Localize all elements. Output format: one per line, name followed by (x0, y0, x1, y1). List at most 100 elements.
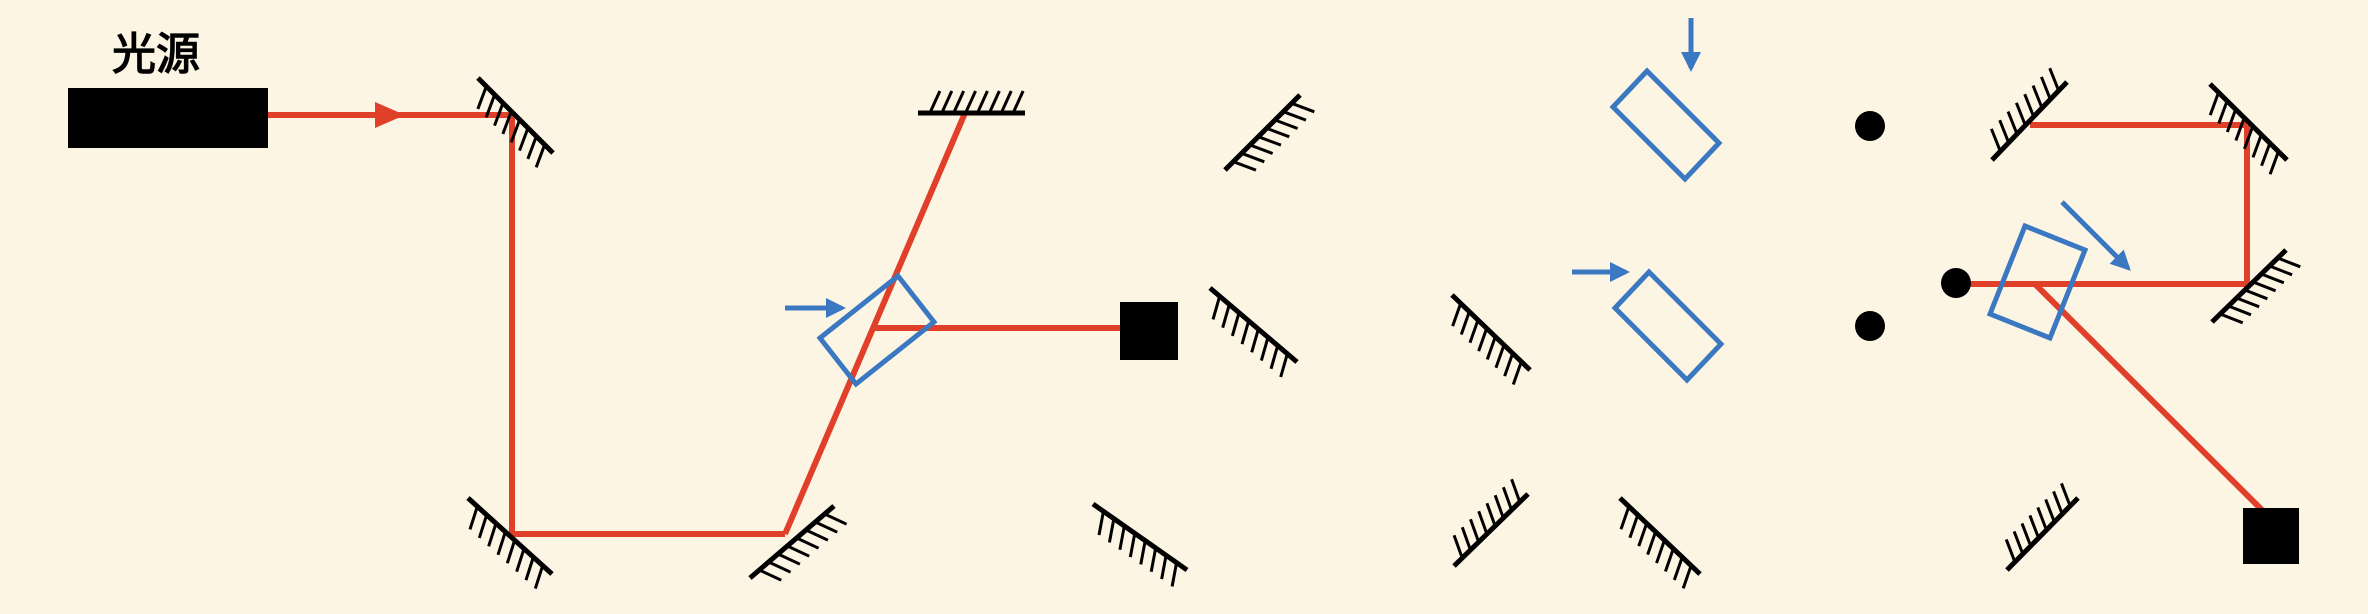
mirror-hatch (1241, 151, 1265, 164)
mirror-hatch (1451, 302, 1463, 327)
mirror-hatch (2031, 84, 2044, 109)
mirror-surface (1208, 286, 1299, 364)
mirror-surface (1223, 93, 1302, 172)
mirror-hatch (534, 144, 547, 168)
mirror (2208, 82, 2289, 175)
mirror-hatch (2269, 264, 2293, 277)
mirror (1223, 93, 1315, 172)
mirror-hatch (1211, 295, 1222, 320)
mirror-hatch (2244, 288, 2268, 301)
mirror (466, 496, 554, 590)
mirror-hatch (1128, 533, 1137, 558)
mirror-hatch (976, 90, 989, 114)
mirror (1450, 293, 1532, 385)
mirror-hatch (1511, 361, 1523, 385)
mirror-hatch (2040, 76, 2052, 100)
mirror-hatch (1485, 502, 1497, 527)
mirror-hatch (2236, 296, 2260, 309)
mirror-hatch (2251, 134, 2263, 158)
mirror-hatch (1485, 336, 1497, 360)
mirror-hatch (2208, 91, 2220, 116)
mirror-hatch (1681, 565, 1693, 589)
mirror-hatch (1232, 160, 1257, 172)
mirror-hatch (1259, 336, 1270, 361)
mirror-hatch (2006, 110, 2019, 135)
mirror-hatch (468, 505, 479, 530)
mirror (2004, 482, 2080, 572)
mirror-hatch (2060, 482, 2072, 507)
mirror-hatch (2004, 538, 2017, 563)
mirror-hatch (758, 568, 782, 582)
mirror-hatch (1107, 518, 1116, 543)
mirror-hatch (2252, 280, 2277, 293)
mirror-hatch (786, 544, 810, 558)
mirror-surface (1452, 492, 1530, 568)
mirror-hatch (824, 512, 848, 526)
mirror-hatch (1664, 548, 1675, 572)
mirror-hatch (1249, 143, 1274, 155)
mirror-hatch (777, 552, 801, 566)
mirror-hatch (964, 90, 977, 114)
mirror-hatch (515, 548, 526, 573)
optic-rectangle (1611, 268, 1725, 384)
mirror-hatch (1477, 327, 1489, 352)
mirror-hatch (476, 85, 488, 110)
mirror-hatch (1282, 110, 1307, 122)
mirror-hatch (2219, 312, 2244, 325)
mirror-hatch (2234, 117, 2246, 141)
mirror-hatch (509, 119, 522, 143)
detector-square (1120, 302, 1178, 360)
mirror-hatch (1230, 312, 1241, 337)
mirror (1990, 67, 2069, 162)
mirror (1618, 496, 1702, 589)
mirror (476, 76, 555, 168)
mirror-hatch (2012, 530, 2025, 555)
mirror-hatch (1257, 135, 1282, 147)
mirror (748, 504, 848, 582)
mirror-surface (476, 76, 555, 155)
mirror-hatch (496, 531, 507, 556)
mirror-hatch (501, 110, 513, 135)
mirror-hatch (805, 528, 829, 542)
mirror-surface (1990, 80, 2069, 162)
mirror-hatch (526, 135, 538, 160)
mirror-hatch (533, 565, 545, 590)
light-source-block (68, 88, 268, 148)
mirror-hatch (1469, 518, 1481, 543)
mirror-surface (1618, 496, 1702, 576)
mirror-hatch (1637, 522, 1649, 547)
optic-rectangle (1609, 67, 1723, 183)
mirror-surface (1450, 293, 1532, 372)
mirror-hatch (2028, 514, 2040, 539)
mirror (1091, 501, 1189, 587)
mirror-hatch (768, 560, 792, 574)
beam-segment (2032, 281, 2265, 513)
mirror-hatch (1501, 486, 1513, 511)
mirror-hatch (1477, 510, 1489, 535)
beam-segment (782, 111, 968, 536)
mirror-hatch (2260, 142, 2272, 167)
mirror-hatch (952, 90, 966, 114)
detector-square (2243, 508, 2299, 564)
mirror-surface (1091, 501, 1189, 573)
mirror-hatch (2036, 506, 2048, 531)
mirror-hatch (1493, 494, 1505, 519)
mirror-hatch (2052, 490, 2064, 515)
mirror-hatch (2260, 272, 2285, 285)
mirror-hatch (505, 539, 517, 564)
mirror-hatch (2044, 498, 2056, 523)
mirror-surface (466, 496, 554, 576)
mirror-hatch (1655, 539, 1666, 564)
beam-direction-arrow (375, 102, 405, 128)
mirror-hatch (1118, 525, 1126, 551)
mirror-surface (2005, 496, 2080, 572)
beam-path-1 (268, 111, 1120, 537)
mirror-hatch (928, 90, 942, 114)
mirror-surface (2210, 248, 2288, 324)
mirror-surface (748, 504, 836, 580)
mirror-hatch (1468, 319, 1480, 344)
dot (1941, 268, 1971, 298)
mirror-hatch (1494, 344, 1506, 369)
mirror-hatch (1503, 352, 1515, 377)
